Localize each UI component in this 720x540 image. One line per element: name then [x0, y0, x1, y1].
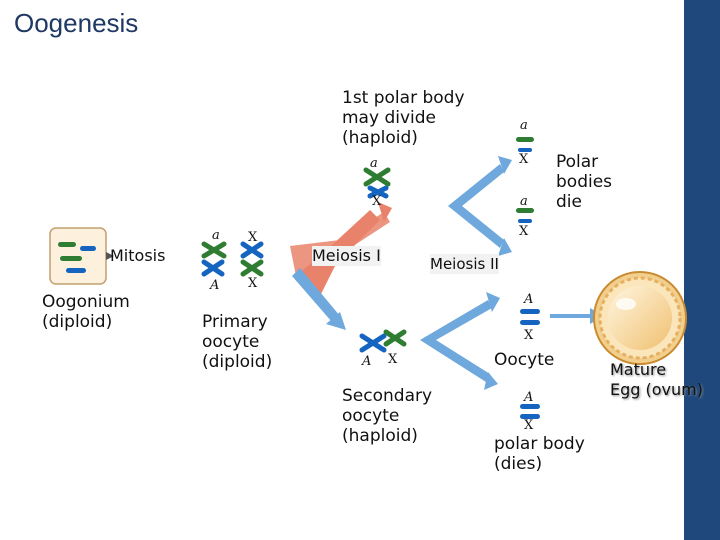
oocyte-chromosomes [520, 309, 540, 325]
gene-letter-secondary-x: X [388, 352, 398, 367]
mature-egg-cell [593, 271, 687, 365]
primary-oocyte-chromosomes [201, 241, 264, 277]
gene-letter-polar-top-a: a [520, 118, 528, 133]
mitosis-label: Mitosis [110, 246, 166, 265]
meiosis-one-label: Meiosis I [312, 246, 381, 266]
oogonium-cell [49, 227, 107, 285]
page-title: Oogenesis [14, 8, 139, 38]
side-decoration-bar [684, 0, 720, 540]
mature-egg-label: Mature Egg (ovum) [610, 360, 703, 399]
gene-letter-polar-bottom-a: a [520, 194, 528, 209]
gene-letter-polar-bottom-x: X [519, 224, 529, 239]
meiosis-two-label: Meiosis II [430, 254, 499, 274]
secondary-oocyte-chromosomes [359, 329, 407, 353]
secondary-oocyte-label: Secondary oocyte (haploid) [342, 386, 433, 446]
first-polar-body-chromosomes [363, 167, 391, 199]
gene-letter-first-polar-x: X [372, 194, 382, 209]
gene-letter-polar-dies-A: A [524, 390, 534, 405]
gene-letter-primary-x-top: X [248, 230, 258, 245]
meiosis-two-arrows [420, 292, 500, 390]
polar-body-top-chromosomes [516, 137, 534, 152]
oogonium-label: Oogonium (diploid) [42, 292, 130, 332]
gene-letter-primary-a: a [212, 228, 220, 243]
gene-letter-polar-dies-x: X [524, 418, 534, 433]
gene-letter-oocyte-A: A [524, 292, 534, 307]
polar-bodies-label: Polar bodies die [556, 152, 613, 212]
gene-letter-secondary-A: A [362, 354, 372, 369]
gene-letter-polar-top-x: X [519, 152, 529, 167]
mitosis-arrow-icon [106, 252, 114, 260]
primary-oocyte-label: Primary oocyte (diploid) [202, 312, 273, 372]
gene-letter-primary-x-bottom: X [248, 276, 258, 291]
polar-division-arrows [448, 156, 512, 256]
oocyte-label: Oocyte [494, 350, 555, 370]
gene-letter-oocyte-x: X [524, 328, 534, 343]
polar-body-dies-label: polar body (dies) [494, 434, 585, 474]
first-polar-body-label: 1st polar body may divide (haploid) [342, 88, 465, 148]
polar-body-bottom-chromosomes [516, 208, 534, 223]
meiosis-one-arrows [290, 202, 392, 330]
gene-letter-first-polar-a: a [370, 156, 378, 171]
gene-letter-primary-A: A [210, 278, 220, 293]
polar-body-dies-chromosomes [520, 404, 540, 419]
